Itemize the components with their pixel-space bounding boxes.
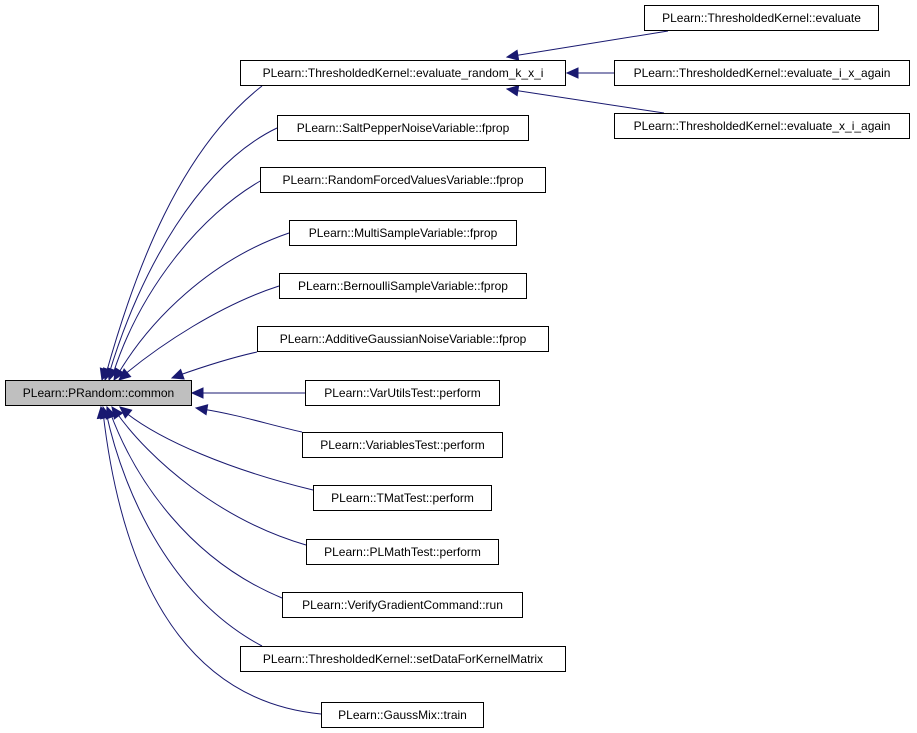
edge-variablestest-arrowhead bbox=[194, 404, 209, 416]
edge-evaluate bbox=[512, 30, 669, 57]
node-saltpepper-fprop[interactable]: PLearn::SaltPepperNoiseVariable::fprop bbox=[277, 115, 529, 141]
edge-multisample-arrowhead bbox=[113, 367, 125, 382]
edge-evaluate-i-x-again-arrowhead bbox=[565, 67, 579, 79]
node-gaussmix-train[interactable]: PLearn::GaussMix::train bbox=[321, 702, 484, 728]
edge-gaussmix-arrowhead bbox=[96, 405, 109, 420]
edge-varutilstest-arrowhead bbox=[190, 387, 204, 399]
node-evaluate-random-k-x-i[interactable]: PLearn::ThresholdedKernel::evaluate_rand… bbox=[240, 60, 566, 86]
edge-additivegaussian bbox=[176, 351, 258, 377]
edge-bernoulli bbox=[123, 285, 280, 376]
edge-evaluate-x-i-again-arrowhead bbox=[505, 85, 520, 97]
edge-tmattest-arrowhead bbox=[119, 406, 133, 419]
node-randomforced-fprop[interactable]: PLearn::RandomForcedValuesVariable::fpro… bbox=[260, 167, 546, 193]
node-tmattest-perform[interactable]: PLearn::TMatTest::perform bbox=[313, 485, 492, 511]
node-variablestest-perform[interactable]: PLearn::VariablesTest::perform bbox=[302, 432, 503, 458]
edge-evaluate-arrowhead bbox=[505, 49, 520, 61]
node-evaluate-i-x-again[interactable]: PLearn::ThresholdedKernel::evaluate_i_x_… bbox=[614, 60, 910, 86]
edge-gaussmix bbox=[102, 411, 322, 715]
edge-plmathtest bbox=[115, 411, 307, 546]
edge-bernoulli-arrowhead bbox=[118, 368, 132, 381]
edge-tmattest bbox=[124, 411, 314, 491]
node-plmathtest-perform[interactable]: PLearn::PLMathTest::perform bbox=[306, 539, 499, 565]
node-varutilstest-perform[interactable]: PLearn::VarUtilsTest::perform bbox=[305, 380, 500, 406]
node-additivegaussian-fprop[interactable]: PLearn::AdditiveGaussianNoiseVariable::f… bbox=[257, 326, 549, 352]
edge-additivegaussian-arrowhead bbox=[170, 368, 185, 380]
node-evaluate-x-i-again[interactable]: PLearn::ThresholdedKernel::evaluate_x_i_… bbox=[614, 113, 910, 139]
edge-evaluate-random bbox=[105, 85, 263, 375]
edge-randomforced bbox=[112, 179, 263, 375]
node-setdataforkernelmatrix[interactable]: PLearn::ThresholdedKernel::setDataForKer… bbox=[240, 646, 566, 672]
edge-saltpepper bbox=[108, 127, 278, 375]
edge-verifygradient bbox=[109, 411, 283, 599]
node-bernoulli-fprop[interactable]: PLearn::BernoulliSampleVariable::fprop bbox=[279, 273, 527, 299]
edge-evaluate-x-i-again bbox=[512, 89, 665, 114]
node-verifygradient-run[interactable]: PLearn::VerifyGradientCommand::run bbox=[282, 592, 523, 618]
edge-setdataforkernel bbox=[105, 411, 263, 647]
node-focus-prandom-common: PLearn::PRandom::common bbox=[5, 380, 192, 406]
edge-multisample bbox=[117, 232, 290, 375]
node-thresholdedkernel-evaluate[interactable]: PLearn::ThresholdedKernel::evaluate bbox=[644, 5, 879, 31]
edge-variablestest bbox=[201, 408, 303, 433]
node-multisample-fprop[interactable]: PLearn::MultiSampleVariable::fprop bbox=[289, 220, 517, 246]
